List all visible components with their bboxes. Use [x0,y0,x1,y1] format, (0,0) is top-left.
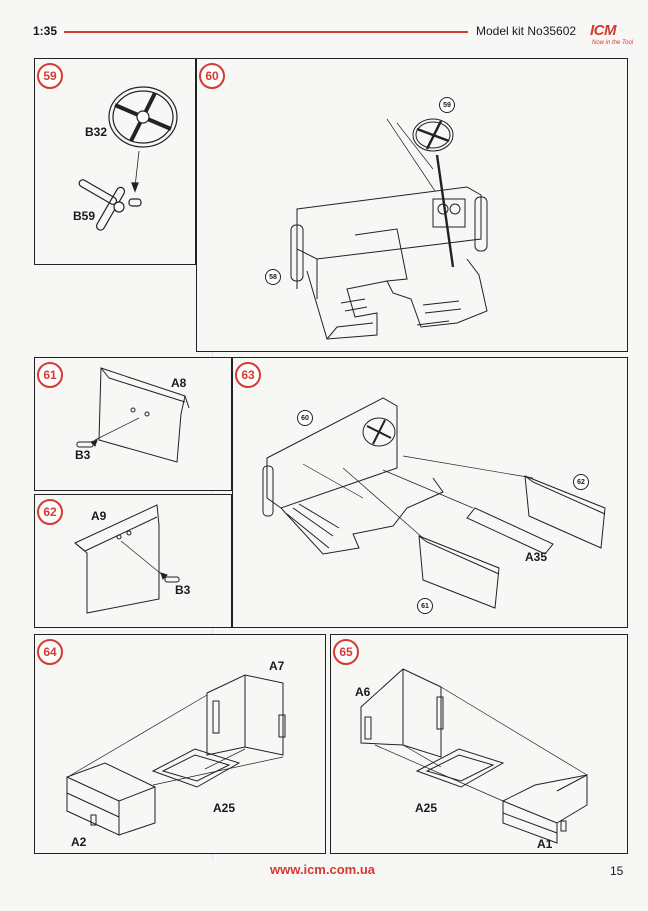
step-62-panel: 62 A9 B3 [34,494,232,628]
step-64-number: 64 [37,639,63,665]
step-60-panel: 60 59 58 [196,58,628,352]
panel-a9-drawing [74,504,180,614]
part-label-a35: A35 [525,550,548,564]
steering-wheel-drawing [78,86,178,231]
ref-step-58: 58 [265,269,281,285]
step-61-number: 61 [37,362,63,388]
part-label-a7: A7 [269,659,285,673]
cab-assembly-drawing [262,397,606,609]
part-label-b3: B3 [75,448,91,462]
step-65-number: 65 [333,639,359,665]
step-63-number: 63 [235,362,261,388]
step-63-panel: 63 60 62 61 A35 [232,357,628,628]
header-rule [64,31,468,33]
cab-interior-drawing [290,118,488,340]
step-60-number: 60 [199,63,225,89]
brand-logo: ICM Now in the Tool [586,20,638,54]
ref-step-60: 60 [297,410,313,426]
part-label-a1: A1 [537,837,553,851]
ref-step-59: 59 [439,97,455,113]
part-label-b3-step62: B3 [175,583,191,597]
part-label-a8: A8 [171,376,187,390]
part-label-a6: A6 [355,685,371,699]
part-label-b32: B32 [85,125,108,139]
step-59-number: 59 [37,63,63,89]
scale-label: 1:35 [33,24,58,38]
part-label-a2: A2 [71,835,87,849]
step-61-panel: 61 A8 B3 [34,357,232,491]
step-59-panel: 59 B32 B59 [34,58,196,265]
panel-a8-drawing [76,367,190,463]
brand-tagline: Now in the Tool [592,40,634,46]
page-number: 15 [610,864,624,878]
step-65-panel: 65 A6 A25 A1 [330,634,628,854]
kit-number: Model kit No35602 [476,24,577,38]
part-label-a9: A9 [91,509,107,523]
step-64-panel: 64 A7 A25 A2 [34,634,326,854]
seat-assembly-b-drawing [360,668,588,844]
part-label-a25: A25 [213,801,236,815]
website-link[interactable]: www.icm.com.ua [270,862,375,877]
seat-assembly-a-drawing [66,674,286,836]
ref-step-62: 62 [573,474,589,490]
step-62-number: 62 [37,499,63,525]
part-label-b59: B59 [73,209,96,223]
part-label-a25-step65: A25 [415,801,438,815]
brand-name: ICM [590,22,617,39]
ref-step-61: 61 [417,598,433,614]
